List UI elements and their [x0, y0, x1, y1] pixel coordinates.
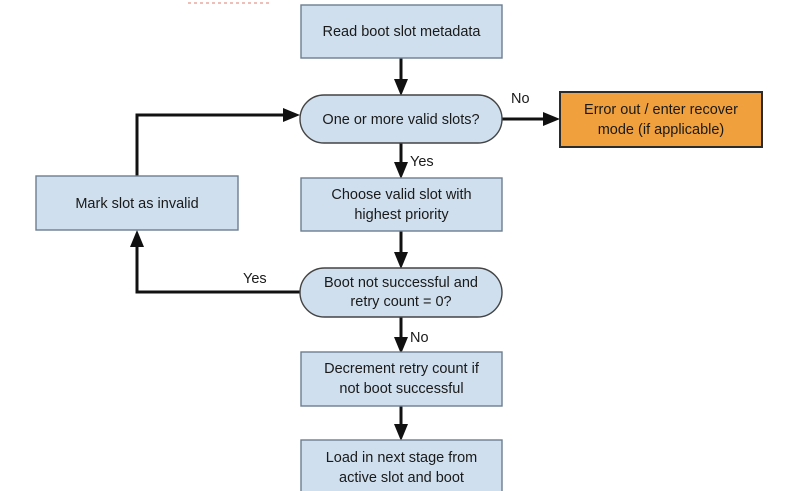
edge-choose-to-boot	[394, 231, 408, 269]
edge-valid-to-choose: Yes	[394, 143, 434, 179]
node-error-out-label-line1: Error out / enter recover	[584, 102, 738, 118]
node-read-metadata[interactable]: Read boot slot metadata	[300, 4, 503, 59]
node-decrement-retry[interactable]: Decrement retry count if not boot succes…	[300, 351, 503, 407]
node-choose-slot-shape	[300, 177, 503, 232]
edge-mark-to-valid	[135, 108, 300, 176]
node-read-metadata-label: Read boot slot metadata	[323, 24, 482, 40]
node-load-next-stage-label-line2: active slot and boot	[339, 470, 464, 486]
edge-boot-to-decrement: No	[394, 317, 429, 354]
node-mark-invalid-label: Mark slot as invalid	[75, 196, 198, 212]
node-decrement-retry-shape	[300, 351, 503, 407]
node-boot-retry-label-line1: Boot not successful and	[324, 275, 478, 291]
edge-label-no-retry: No	[410, 330, 429, 346]
node-valid-slots[interactable]: One or more valid slots?	[299, 94, 503, 144]
node-error-out-label-line2: mode (if applicable)	[598, 122, 725, 138]
edge-boot-to-mark: Yes	[130, 230, 300, 294]
edge-label-yes-retry: Yes	[243, 271, 267, 287]
edge-read-to-valid	[394, 58, 408, 96]
node-error-out[interactable]: Error out / enter recover mode (if appli…	[559, 91, 763, 148]
node-load-next-stage-label-line1: Load in next stage from	[326, 450, 478, 466]
node-decrement-retry-label-line1: Decrement retry count if	[324, 361, 480, 377]
edge-label-yes-top: Yes	[410, 154, 434, 170]
node-choose-slot-label-line1: Choose valid slot with	[331, 187, 471, 203]
node-boot-retry-shape	[299, 267, 503, 318]
edge-label-no-top: No	[511, 91, 530, 107]
node-mark-invalid-shape	[35, 175, 239, 231]
node-boot-retry-label-line2: retry count = 0?	[350, 294, 451, 310]
node-load-next-stage[interactable]: Load in next stage from active slot and …	[300, 439, 503, 491]
node-read-metadata-shape	[300, 4, 503, 59]
node-mark-invalid[interactable]: Mark slot as invalid	[35, 175, 239, 231]
node-valid-slots-shape	[299, 94, 503, 144]
node-valid-slots-label: One or more valid slots?	[322, 112, 479, 128]
node-boot-retry[interactable]: Boot not successful and retry count = 0?	[299, 267, 503, 318]
edge-decrement-to-load	[394, 406, 408, 441]
node-decrement-retry-label-line2: not boot successful	[339, 381, 463, 397]
node-choose-slot[interactable]: Choose valid slot with highest priority	[300, 177, 503, 232]
node-error-out-shape	[559, 91, 763, 148]
node-load-next-stage-shape	[300, 439, 503, 491]
edge-valid-to-error: No	[502, 91, 560, 126]
node-choose-slot-label-line2: highest priority	[354, 207, 449, 223]
